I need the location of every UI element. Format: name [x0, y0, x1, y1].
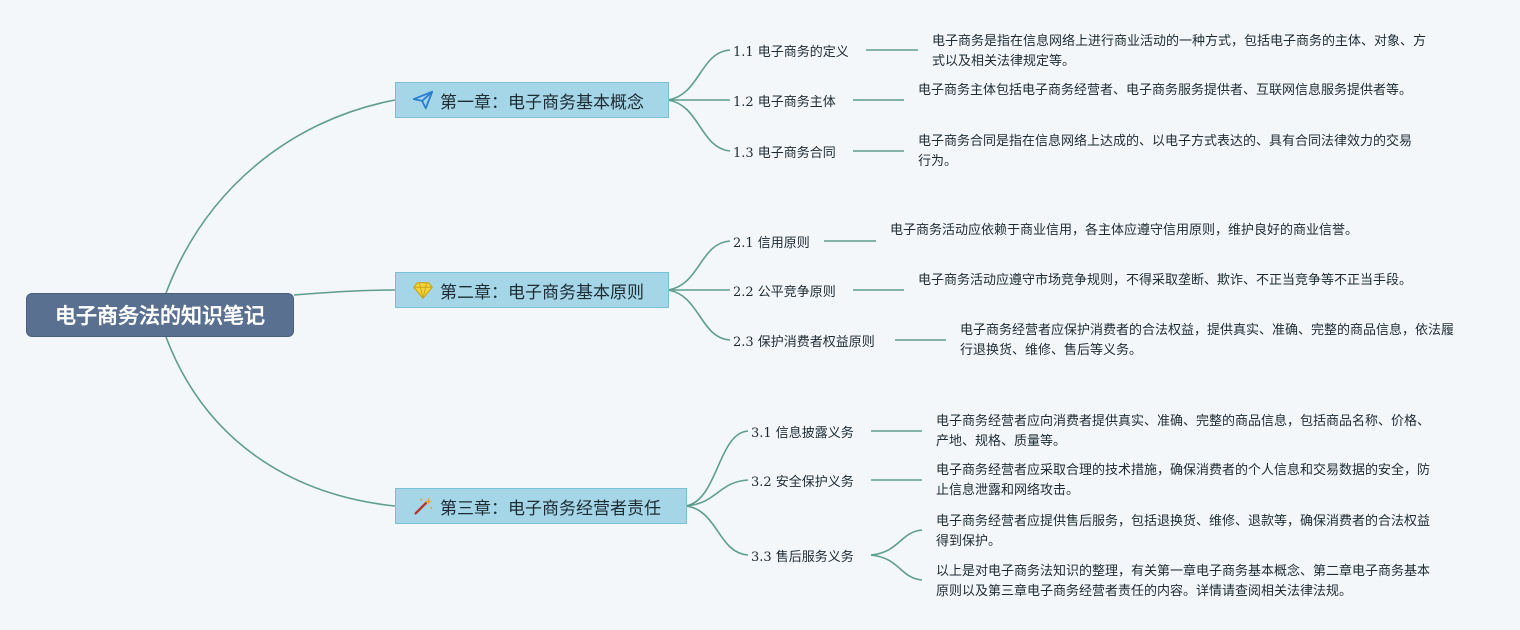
paper-plane-icon — [412, 89, 434, 111]
chapter-2-title: 第二章：电子商务基本原则 — [440, 282, 644, 303]
section-1-1[interactable]: 1.1 电子商务的定义 — [733, 45, 849, 60]
chapter-3-topic[interactable]: 第三章：电子商务经营者责任 — [395, 488, 687, 524]
gem-icon — [412, 279, 434, 301]
note-3-1[interactable]: 电子商务经营者应向消费者提供真实、准确、完整的商品信息，包括商品名称、价格、产地… — [936, 414, 1431, 449]
link-ch3-s3 — [685, 505, 749, 556]
link-root-ch3 — [165, 336, 396, 507]
chapter-2-topic[interactable]: 第二章：电子商务基本原则 — [395, 272, 669, 308]
chapter-1-topic[interactable]: 第一章：电子商务基本概念 — [395, 82, 669, 118]
section-3-3[interactable]: 3.3 售后服务义务 — [751, 550, 854, 565]
link-s33-note1 — [870, 529, 923, 556]
chapter-3-title: 第三章：电子商务经营者责任 — [440, 498, 661, 519]
section-1-2[interactable]: 1.2 电子商务主体 — [733, 95, 836, 110]
section-2-1[interactable]: 2.1 信用原则 — [733, 236, 810, 251]
link-ch1-s1 — [667, 49, 731, 101]
link-ch3-s1 — [685, 430, 749, 507]
magic-wand-icon — [412, 495, 434, 517]
section-2-2[interactable]: 2.2 公平竞争原则 — [733, 285, 836, 300]
link-root-ch2 — [293, 289, 396, 296]
link-ch2-s1 — [667, 240, 731, 291]
link-ch3-s2 — [685, 479, 749, 507]
section-2-3[interactable]: 2.3 保护消费者权益原则 — [733, 335, 875, 350]
link-ch1-s3 — [667, 99, 731, 152]
section-1-3[interactable]: 1.3 电子商务合同 — [733, 146, 836, 161]
note-3-3-a[interactable]: 电子商务经营者应提供售后服务，包括退换货、维修、退款等，确保消费者的合法权益得到… — [936, 514, 1431, 549]
note-2-3[interactable]: 电子商务经营者应保护消费者的合法权益，提供真实、准确、完整的商品信息，依法履行退… — [960, 323, 1455, 358]
note-1-1[interactable]: 电子商务是指在信息网络上进行商业活动的一种方式，包括电子商务的主体、对象、方式以… — [932, 34, 1427, 69]
root-title: 电子商务法的知识笔记 — [55, 304, 265, 328]
note-2-2[interactable]: 电子商务活动应遵守市场竞争规则，不得采取垄断、欺诈、不正当竞争等不正当手段。 — [918, 273, 1413, 288]
note-1-3[interactable]: 电子商务合同是指在信息网络上达成的、以电子方式表达的、具有合同法律效力的交易行为… — [918, 134, 1413, 169]
section-3-2[interactable]: 3.2 安全保护义务 — [751, 475, 854, 490]
note-3-3-b[interactable]: 以上是对电子商务法知识的整理，有关第一章电子商务基本概念、第二章电子商务基本原则… — [936, 564, 1431, 599]
link-ch2-s3 — [667, 289, 731, 341]
root-topic[interactable]: 电子商务法的知识笔记 — [26, 293, 294, 337]
note-3-2[interactable]: 电子商务经营者应采取合理的技术措施，确保消费者的个人信息和交易数据的安全，防止信… — [936, 463, 1431, 498]
note-1-2[interactable]: 电子商务主体包括电子商务经营者、电子商务服务提供者、互联网信息服务提供者等。 — [918, 83, 1413, 98]
link-s33-note2 — [870, 554, 923, 581]
note-2-1[interactable]: 电子商务活动应依赖于商业信用，各主体应遵守信用原则，维护良好的商业信誉。 — [890, 223, 1359, 238]
section-3-1[interactable]: 3.1 信息披露义务 — [751, 426, 854, 441]
chapter-1-title: 第一章：电子商务基本概念 — [440, 92, 644, 113]
link-root-ch1 — [165, 99, 396, 294]
